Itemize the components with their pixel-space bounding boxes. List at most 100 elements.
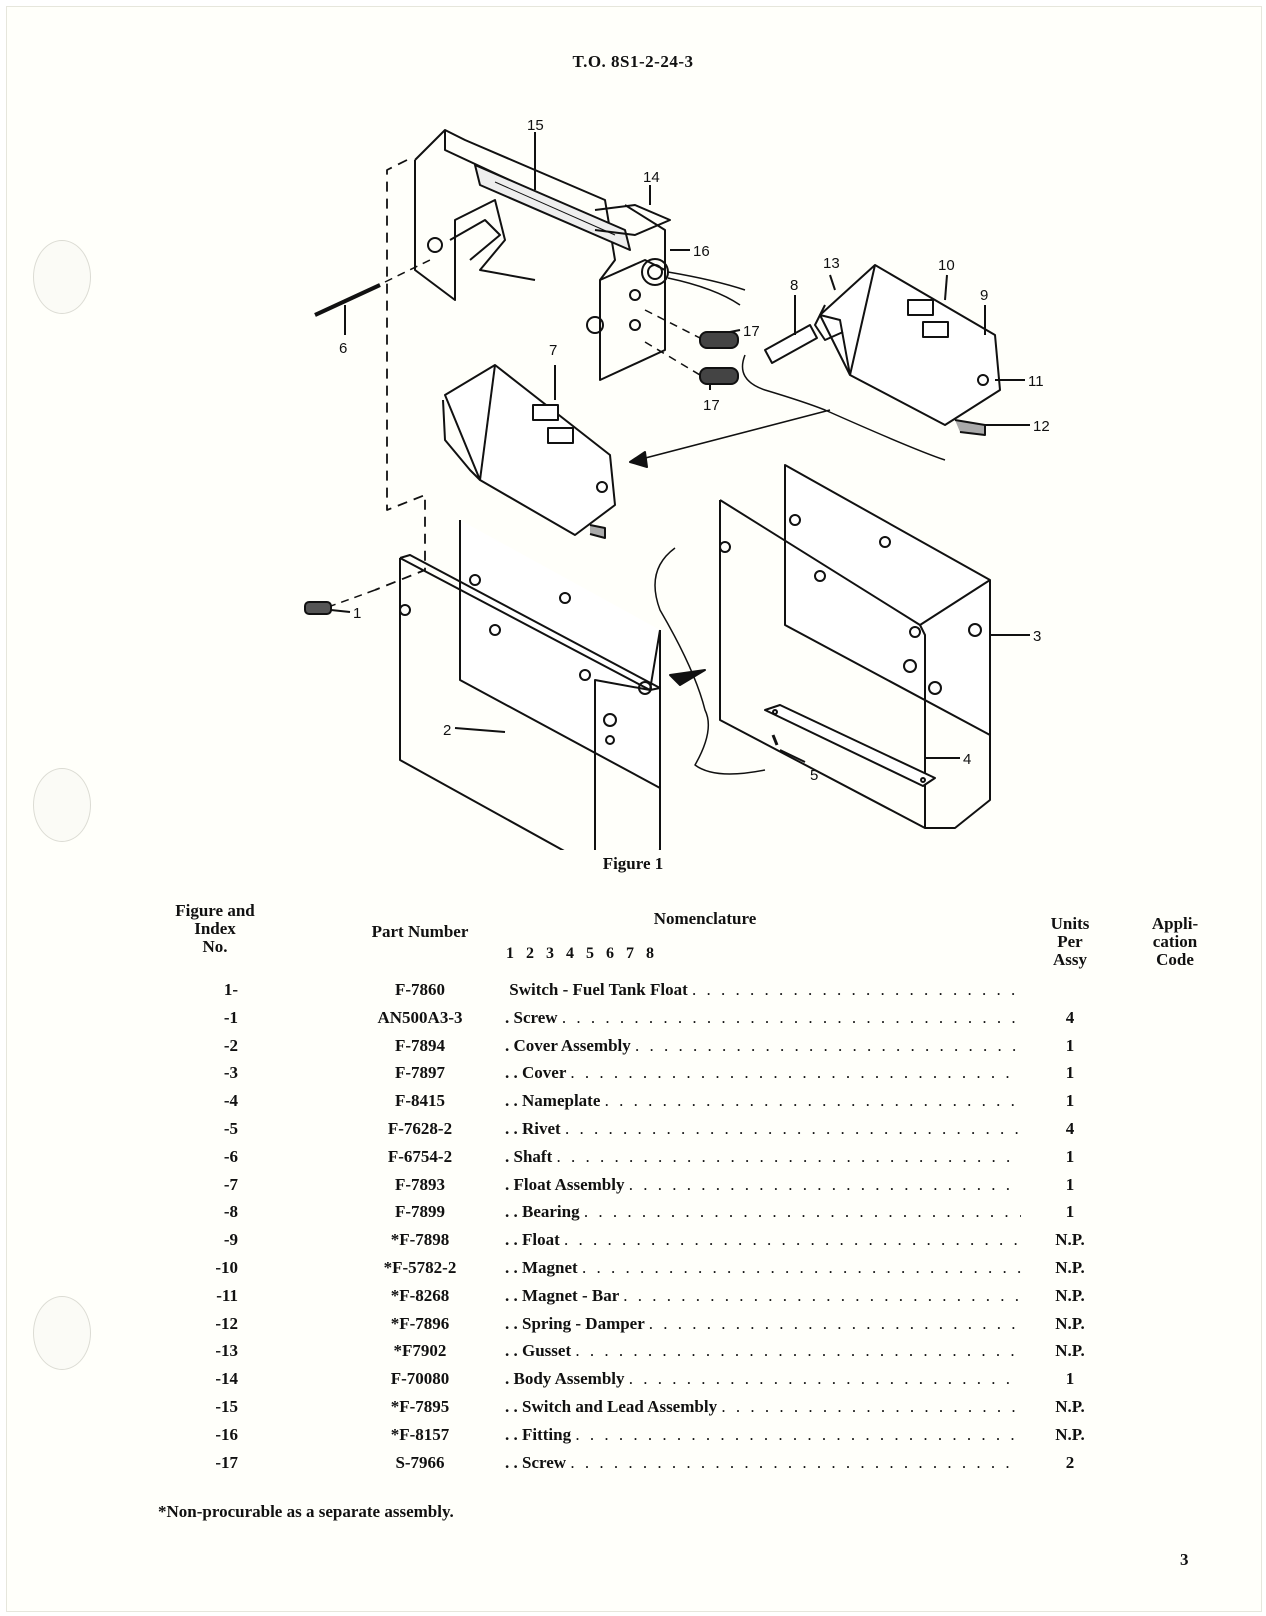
indent-marker: . .: [505, 1119, 518, 1138]
part-name: Screw: [522, 1452, 567, 1472]
callout-label: 16: [693, 243, 710, 260]
body-assembly-drawing: [414, 129, 746, 381]
cover-assembly-drawing: [399, 520, 661, 850]
table-row: 1-F-7860 Switch - Fuel Tank Float . . . …: [0, 980, 1266, 1007]
dot-leader: . . . . . . . . . . . . . . . . . . . . …: [564, 1230, 1021, 1250]
callout-label: 10: [938, 257, 955, 274]
units-per-assy: N.P.: [1055, 1424, 1085, 1444]
indent-marker: . .: [505, 1063, 518, 1083]
units-per-assy: N.P.: [1055, 1258, 1085, 1277]
indent-marker: . .: [505, 1258, 518, 1277]
nomenclature: . . Bearing . . . . . . . . . . . . . . …: [505, 1202, 1021, 1222]
units-per-assy: 4: [1065, 1007, 1075, 1027]
indent-marker: .: [505, 1146, 510, 1166]
float-assembly-drawing: [741, 264, 1001, 461]
index-number: -14: [215, 1369, 238, 1389]
dot-leader: . . . . . . . . . . . . . . . . . . . . …: [583, 1202, 1021, 1222]
index-number: -13: [215, 1341, 238, 1361]
column-header-nomenclature: Nomenclature: [653, 909, 757, 928]
part-number: F-7893: [394, 1174, 446, 1194]
dot-leader: . . . . . . . . . . . . . . . . . . . . …: [721, 1397, 1021, 1416]
dot-leader: . . . . . . . . . . . . . . . . . . . . …: [604, 1091, 1021, 1111]
indent-marker: . .: [505, 1341, 518, 1361]
units-per-assy: N.P.: [1055, 1397, 1085, 1416]
callout-label: 17: [703, 397, 720, 414]
part-name: Magnet: [522, 1258, 578, 1277]
dot-leader: . . . . . . . . . . . . . . . . . . . . …: [561, 1007, 1021, 1027]
nomenclature: . Float Assembly . . . . . . . . . . . .…: [505, 1175, 1021, 1195]
units-per-assy: 1: [1065, 1369, 1075, 1389]
callout-label: 9: [980, 287, 988, 304]
dot-leader: . . . . . . . . . . . . . . . . . . . . …: [648, 1313, 1021, 1333]
part-name: Bearing: [522, 1202, 580, 1222]
table-row: -13*F7902. . Gusset . . . . . . . . . . …: [0, 1341, 1266, 1368]
callout-label: 13: [823, 255, 840, 272]
indent-level-digits: 1 2 3 4 5 6 7 8: [506, 945, 654, 962]
callout-label: 8: [790, 277, 798, 294]
index-number: -1: [223, 1007, 238, 1027]
dot-leader: . . . . . . . . . . . . . . . . . . . . …: [570, 1452, 1021, 1472]
index-number: -6: [223, 1146, 238, 1166]
column-header-units: Units Per Assy: [1050, 914, 1090, 969]
indent-marker: . .: [505, 1424, 518, 1444]
index-number: 1-: [223, 980, 238, 999]
part-name: Gusset: [522, 1341, 572, 1361]
table-row: -9*F-7898. . Float . . . . . . . . . . .…: [0, 1230, 1266, 1257]
indent-marker: . .: [505, 1091, 518, 1111]
part-name: Shaft: [513, 1146, 553, 1166]
part-number: F-7897: [394, 1063, 446, 1083]
index-number: -11: [216, 1285, 238, 1305]
units-per-assy: N.P.: [1055, 1230, 1085, 1250]
document-header: T.O. 8S1-2-24-3: [572, 52, 694, 71]
binder-hole: [33, 240, 91, 314]
indent-marker: . .: [505, 1202, 518, 1222]
column-header-part-number: Part Number: [371, 922, 469, 941]
table-row: -15*F-7895. . Switch and Lead Assembly .…: [0, 1397, 1266, 1424]
units-per-assy: 1: [1065, 1063, 1075, 1083]
dot-leader: . . . . . . . . . . . . . . . . . . . . …: [556, 1146, 1021, 1166]
callout-label: 7: [549, 342, 557, 359]
callout-label: 17: [743, 323, 760, 340]
callout-label: 14: [643, 169, 660, 186]
indent-marker: . .: [505, 1285, 518, 1305]
dot-leader: . . . . . . . . . . . . . . . . . . . . …: [581, 1258, 1021, 1277]
part-number: AN500A3-3: [377, 1007, 463, 1027]
table-row: -12*F-7896. . Spring - Damper . . . . . …: [0, 1314, 1266, 1341]
indent-marker: . .: [505, 1230, 518, 1250]
nomenclature: . . Switch and Lead Assembly . . . . . .…: [505, 1397, 1021, 1417]
index-number: -2: [223, 1035, 238, 1055]
part-name: Body Assembly: [513, 1369, 625, 1389]
nomenclature: . . Rivet . . . . . . . . . . . . . . . …: [505, 1119, 1021, 1139]
table-row: -11*F-8268. . Magnet - Bar . . . . . . .…: [0, 1286, 1266, 1313]
column-header-code: Appli- cation Code: [1151, 914, 1199, 969]
part-name: Switch and Lead Assembly: [522, 1397, 718, 1416]
part-number: *F-7898: [390, 1230, 450, 1250]
nomenclature: . Cover Assembly . . . . . . . . . . . .…: [505, 1036, 1021, 1056]
dot-leader: . . . . . . . . . . . . . . . . . . . . …: [628, 1174, 1021, 1194]
indent-marker: .: [505, 1007, 510, 1027]
indent-marker: .: [505, 1174, 510, 1194]
units-per-assy: N.P.: [1055, 1313, 1085, 1333]
index-number: -16: [215, 1424, 238, 1444]
part-name: Cover Assembly: [513, 1035, 631, 1055]
callout-label: 3: [1033, 628, 1041, 645]
part-name: Nameplate: [522, 1091, 601, 1111]
nomenclature: . . Screw . . . . . . . . . . . . . . . …: [505, 1453, 1021, 1473]
nomenclature: . . Float . . . . . . . . . . . . . . . …: [505, 1230, 1021, 1250]
part-number: F-70080: [390, 1369, 450, 1389]
units-per-assy: 2: [1065, 1452, 1075, 1472]
dot-leader: . . . . . . . . . . . . . . . . . . . . …: [564, 1119, 1021, 1138]
callout-label: 1: [353, 605, 361, 622]
callout-label: 6: [339, 340, 347, 357]
indent-marker: . .: [505, 1313, 518, 1333]
nomenclature: . . Fitting . . . . . . . . . . . . . . …: [505, 1425, 1021, 1445]
callout-label: 11: [1028, 373, 1044, 390]
part-number: *F-7896: [390, 1313, 450, 1333]
